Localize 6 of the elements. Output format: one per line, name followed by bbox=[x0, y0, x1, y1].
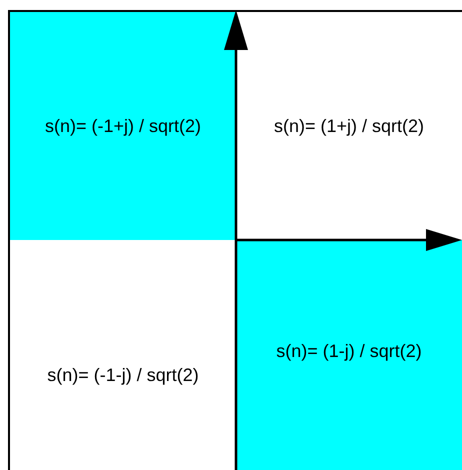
quadrant-region bbox=[8, 10, 236, 240]
symbol-formula: s(n)= (-1+j) / sqrt(2) bbox=[44, 115, 202, 137]
quadrant-region bbox=[236, 240, 462, 470]
symbol-formula: s(n)= (1+j) / sqrt(2) bbox=[272, 115, 426, 137]
symbol-formula: s(n)= (-1-j) / sqrt(2) bbox=[46, 364, 200, 386]
symbol-formula: s(n)= (1-j) / sqrt(2) bbox=[275, 340, 423, 362]
